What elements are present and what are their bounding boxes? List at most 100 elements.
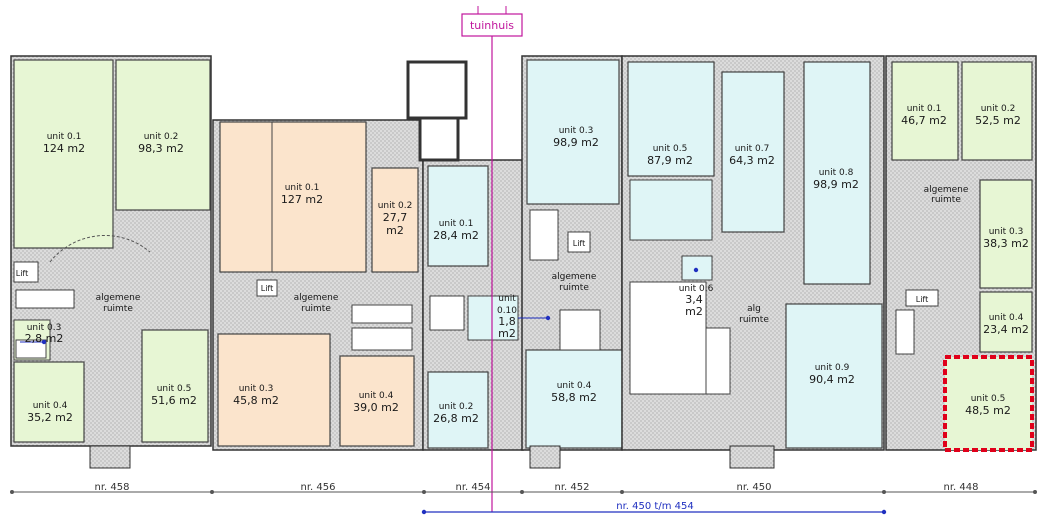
common-label: ruimte [931,195,961,205]
unit-label: unit 0.1 [285,183,320,193]
range-label: nr. 450 t/m 454 [616,501,693,512]
area-label: 3,4 [685,293,703,306]
stairs-458 [15,339,47,359]
unit-label: unit 0.5 [157,384,192,394]
unit-452-0.4[interactable] [525,349,623,449]
unit-448-0.4[interactable] [979,291,1033,353]
area-label: 52,5 m2 [975,114,1021,127]
common-label: algemene [294,293,339,303]
area-label: 98,9 m2 [813,178,859,191]
unit-label: unit 0.2 [981,104,1016,114]
unit-label: unit 0.3 [27,323,62,333]
building-458 [10,55,212,469]
area-label: 124 m2 [43,142,85,155]
unit-label: unit 0.1 [907,104,942,114]
unit-458-0.2[interactable] [115,59,211,211]
address-label: nr. 454 [456,482,491,493]
unit-448-0.1[interactable] [891,61,959,161]
lift-448 [905,289,939,307]
unit-454-0.10[interactable] [467,295,519,341]
lift-label: Lift [16,269,29,278]
common-label: ruimte [739,315,769,325]
common-label: algemene [552,272,597,282]
unit-450-0.6[interactable] [681,255,713,281]
area-label: 2,8 m2 [25,332,64,345]
unit-label: unit 0.3 [559,126,594,136]
indicator-dots [20,267,699,345]
lift-label: Lift [916,295,929,304]
unit-458-0.1[interactable] [13,59,114,249]
area-label: 64,3 m2 [729,154,775,167]
lift-label: Lift [261,284,274,293]
unit-label: unit 0.4 [557,381,592,391]
address-label: nr. 456 [301,482,336,493]
common-label: ruimte [103,304,133,314]
unit-label: unit 0.4 [989,313,1024,323]
address-label: nr. 450 [737,482,772,493]
unit-450-0.8[interactable] [803,61,871,285]
unit-label: unit 0.7 [735,144,770,154]
dimension-line [10,490,1037,494]
area-label: 58,8 m2 [551,391,597,404]
area-label: 98,9 m2 [553,136,599,149]
area-label: 39,0 m2 [353,401,399,414]
area-label: 51,6 m2 [151,394,197,407]
tuinhuis-marker: tuinhuis [461,6,523,512]
unit-456-0.2[interactable] [371,167,419,273]
address-label: nr. 452 [555,482,590,493]
lift-456 [256,279,278,297]
area-label: 1,8 [498,315,516,328]
unit-454-0.1[interactable] [427,165,489,267]
building-456 [212,119,424,451]
area-label: 48,5 m2 [965,404,1011,417]
unit-450-0.7[interactable] [721,71,785,233]
building-450 [621,55,885,469]
unit-label: unit 0.1 [47,132,82,142]
area-label: 35,2 m2 [27,411,73,424]
unit-456-0.3[interactable] [217,333,331,447]
unit-label: unit 0.3 [989,227,1024,237]
unit-label: unit 0.9 [815,363,850,373]
unit-label: unit 0.6 [679,284,714,294]
unit-label: unit 0.1 [439,219,474,229]
area-label: m2 [386,224,404,237]
unit-label: unit 0.5 [971,394,1006,404]
unit-450-0.9[interactable] [785,303,883,449]
unit-448-0.3[interactable] [979,179,1033,289]
unit-label: 0.10 [497,306,517,316]
area-label: 46,7 m2 [901,114,947,127]
building-448 [885,55,1037,452]
area-label: 90,4 m2 [809,373,855,386]
unit-454-0.2[interactable] [427,371,489,449]
building-452 [521,55,623,469]
common-label: algemene [96,293,141,303]
unit-label: unit [498,294,516,304]
range-dimension-line [421,509,887,515]
unit-456-0.1[interactable] [219,121,367,273]
common-label: ruimte [559,283,589,293]
unit-458-0.4[interactable] [13,361,85,443]
area-label: 27,7 [383,211,408,224]
unit-458-0.5[interactable] [141,329,209,443]
tuinhuis-label: tuinhuis [470,19,514,32]
area-label: m2 [685,305,703,318]
hall-curve-458 [49,235,151,263]
unit-456-0.4[interactable] [339,355,415,447]
common-label: algemene [924,185,969,195]
area-label: 45,8 m2 [233,394,279,407]
common-label: alg [747,304,761,314]
unit-450-0.5[interactable] [627,61,715,177]
unit-448-0.5[interactable] [943,355,1034,452]
lift-458 [13,261,39,283]
unit-label: unit 0.3 [239,384,274,394]
unit-label: unit 0.4 [33,401,68,411]
unit-448-0.2[interactable] [961,61,1033,161]
area-label: 38,3 m2 [983,237,1029,250]
area-label: 127 m2 [281,193,323,206]
area-label: 26,8 m2 [433,412,479,425]
unit-452-0.3[interactable] [526,59,620,205]
unit-label: unit 0.5 [653,144,688,154]
unit-label: unit 0.2 [439,402,474,412]
area-label: 98,3 m2 [138,142,184,155]
